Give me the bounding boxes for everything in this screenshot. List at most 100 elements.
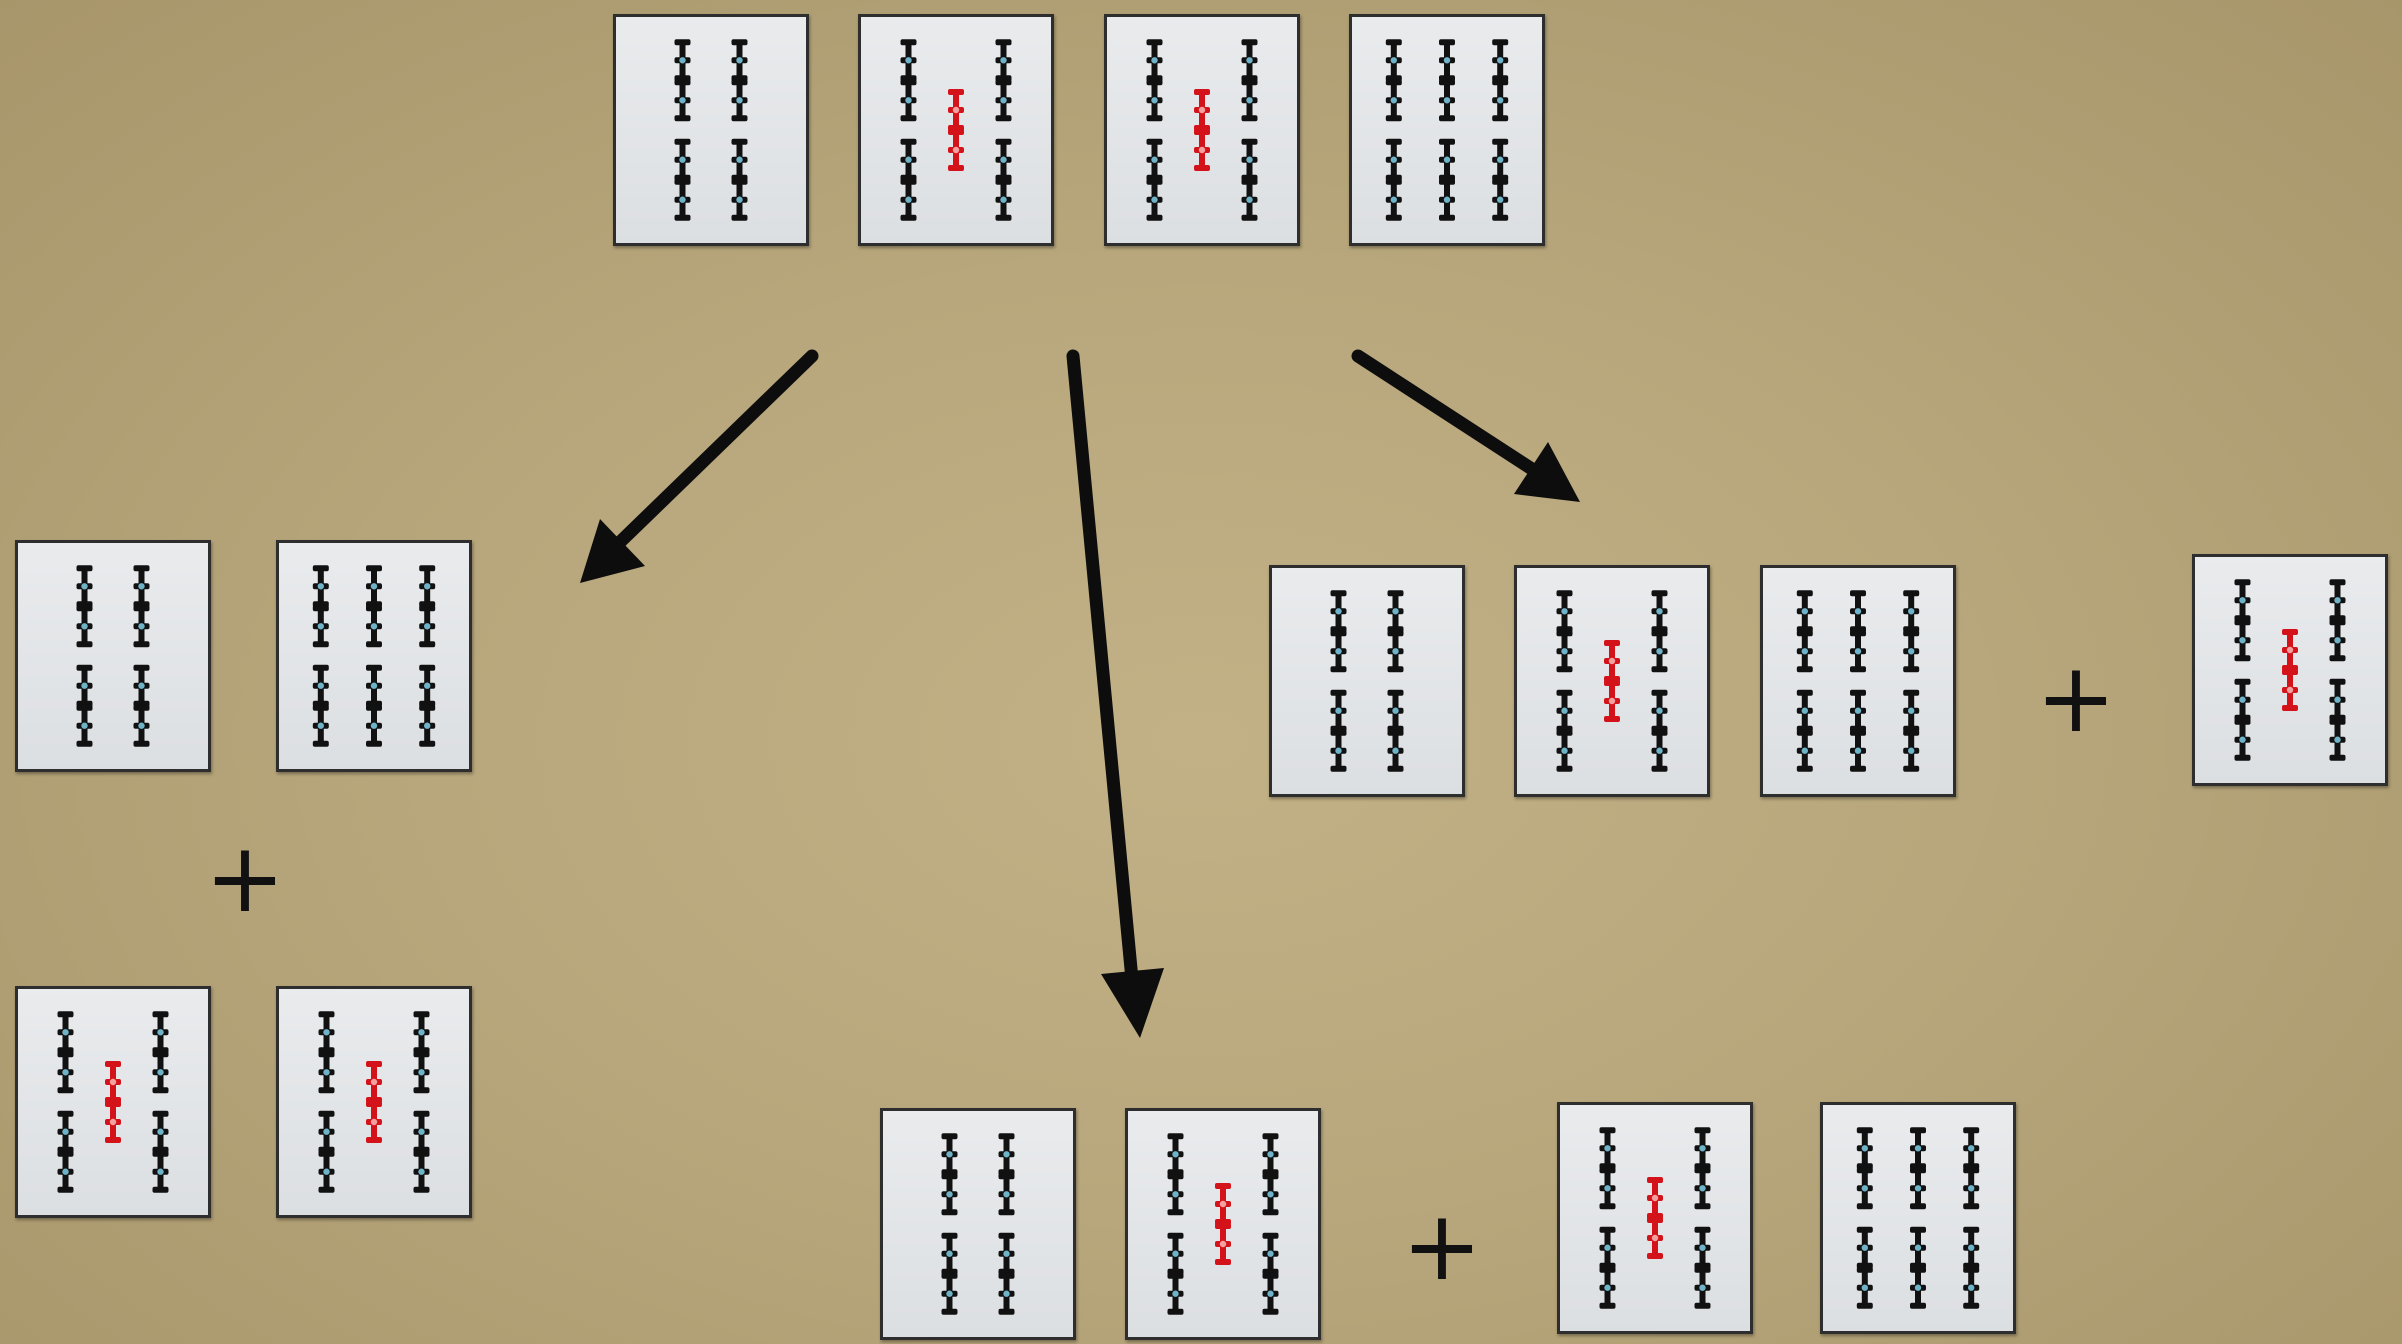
bamboo-stick xyxy=(900,178,917,221)
bamboo-stick xyxy=(1262,1133,1279,1176)
bamboo-stick xyxy=(2234,579,2251,622)
bamboo-stick xyxy=(1556,689,1573,732)
bamboo-stick xyxy=(1694,1266,1711,1309)
bamboo-stick xyxy=(1556,729,1573,772)
bamboo-stick xyxy=(731,178,748,221)
bamboo-stick xyxy=(2329,579,2346,622)
bamboo-stick xyxy=(674,79,691,122)
bamboo-stick xyxy=(900,79,917,122)
bamboo-stick xyxy=(995,39,1012,82)
tile-left-pair-1 xyxy=(15,540,211,772)
bamboo-stick xyxy=(731,138,748,181)
bamboo-stick xyxy=(998,1173,1015,1216)
bamboo-stick xyxy=(1651,590,1668,633)
bamboo-stick xyxy=(1492,79,1509,122)
bamboo-stick xyxy=(1387,630,1404,673)
bamboo-stick xyxy=(1167,1133,1184,1176)
bamboo-stick xyxy=(105,1061,121,1103)
bamboo-stick xyxy=(1856,1226,1873,1269)
bamboo-stick xyxy=(674,39,691,82)
bamboo-stick xyxy=(1439,79,1455,122)
bamboo-stick xyxy=(998,1133,1015,1176)
arrow-to-left-group xyxy=(580,349,819,583)
bamboo-stick xyxy=(2282,669,2298,711)
bamboo-stick xyxy=(941,1232,958,1275)
tile-right-run-3 xyxy=(1760,565,1956,797)
bamboo-stick xyxy=(1241,39,1258,82)
bamboo-tile-icon xyxy=(1856,1127,1980,1309)
bamboo-stick xyxy=(76,704,93,747)
bamboo-tile-icon xyxy=(57,1011,169,1193)
bamboo-stick xyxy=(1903,689,1920,732)
bamboo-stick xyxy=(312,664,329,707)
bamboo-stick xyxy=(1910,1127,1926,1170)
bamboo-stick xyxy=(1651,729,1668,772)
bamboo-stick xyxy=(133,605,150,648)
bamboo-stick xyxy=(419,565,436,608)
bamboo-stick xyxy=(366,565,382,608)
bamboo-stick xyxy=(2282,629,2298,671)
bamboo-stick xyxy=(1167,1173,1184,1216)
bamboo-stick xyxy=(1910,1266,1926,1309)
bamboo-stick xyxy=(1330,590,1347,633)
bamboo-stick xyxy=(1604,640,1620,682)
bamboo-stick xyxy=(1963,1226,1980,1269)
bamboo-stick xyxy=(318,1051,335,1094)
bamboo-stick xyxy=(674,178,691,221)
bamboo-stick xyxy=(366,1101,382,1143)
bamboo-stick xyxy=(731,79,748,122)
bamboo-stick xyxy=(133,565,150,608)
bamboo-stick xyxy=(1856,1167,1873,1210)
bamboo-stick xyxy=(57,1051,74,1094)
bamboo-stick xyxy=(1439,39,1455,82)
bamboo-stick xyxy=(1439,138,1455,181)
bamboo-stick xyxy=(1694,1127,1711,1170)
bamboo-stick xyxy=(2329,678,2346,721)
bamboo-stick xyxy=(1599,1266,1616,1309)
bamboo-stick xyxy=(1556,630,1573,673)
bamboo-stick xyxy=(941,1272,958,1315)
bamboo-stick xyxy=(2234,619,2251,662)
bamboo-stick xyxy=(1146,39,1163,82)
bamboo-stick xyxy=(2234,718,2251,761)
bamboo-tile-icon xyxy=(1556,590,1668,772)
bamboo-stick xyxy=(2234,678,2251,721)
bamboo-stick xyxy=(57,1150,74,1193)
bamboo-stick xyxy=(1796,689,1813,732)
bamboo-stick xyxy=(941,1173,958,1216)
bamboo-stick xyxy=(998,1232,1015,1275)
bamboo-stick xyxy=(1385,138,1402,181)
bamboo-stick xyxy=(419,664,436,707)
bamboo-stick xyxy=(133,704,150,747)
bamboo-stick xyxy=(1385,79,1402,122)
bamboo-stick xyxy=(2329,619,2346,662)
bamboo-stick xyxy=(1387,729,1404,772)
bamboo-stick xyxy=(995,178,1012,221)
bamboo-stick xyxy=(1647,1177,1663,1219)
bamboo-stick xyxy=(1385,39,1402,82)
bamboo-stick xyxy=(1963,1266,1980,1309)
bamboo-stick xyxy=(1330,689,1347,732)
bamboo-stick xyxy=(1194,129,1210,171)
bamboo-stick xyxy=(105,1101,121,1143)
arrow-to-bottom-group xyxy=(1066,349,1164,1038)
bamboo-tile-icon xyxy=(900,39,1012,221)
bamboo-stick xyxy=(413,1011,430,1054)
bamboo-tile-icon xyxy=(76,565,150,747)
bamboo-tile-icon xyxy=(1385,39,1509,221)
tile-top-3 xyxy=(1104,14,1300,246)
bamboo-tile-icon xyxy=(312,565,436,747)
bamboo-stick xyxy=(995,138,1012,181)
bamboo-stick xyxy=(1796,729,1813,772)
bamboo-stick xyxy=(731,39,748,82)
bamboo-stick xyxy=(1262,1232,1279,1275)
bamboo-tile-icon xyxy=(1167,1133,1279,1315)
tile-right-run-2 xyxy=(1514,565,1710,797)
bamboo-stick xyxy=(1796,630,1813,673)
tile-top-2 xyxy=(858,14,1054,246)
tile-right-rest-1 xyxy=(2192,554,2388,786)
arrow-to-right-group xyxy=(1351,349,1580,502)
bamboo-stick xyxy=(133,664,150,707)
